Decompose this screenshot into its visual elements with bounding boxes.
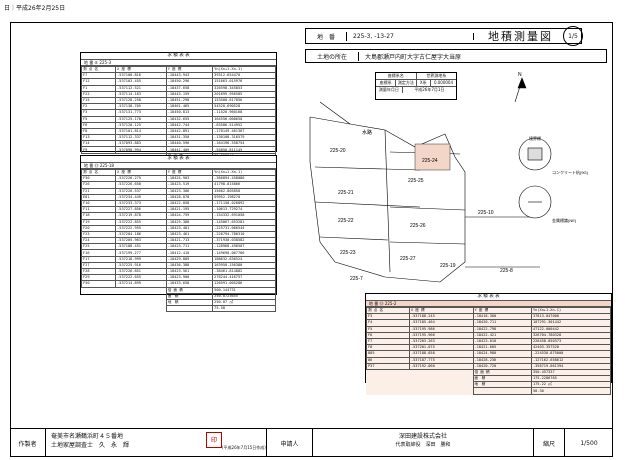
parcel-outline xyxy=(309,116,466,283)
parcel-label: 225-20 xyxy=(330,148,346,154)
table3-subtitle: 地 番 ⑫ 225-2 xyxy=(366,301,611,307)
parcel-label: 225-23 xyxy=(340,250,356,256)
legend-note-2: 金属標識(NE) xyxy=(552,217,577,223)
legend-metal-marker-icon xyxy=(518,185,552,219)
coordinate-row: P37-537192.060-18420.720-356719.061394 xyxy=(366,362,612,370)
parcel-label: 225-7 xyxy=(350,276,363,282)
creator-address: 奄美市名瀬鶴浜町４５番地 xyxy=(51,433,124,440)
applicant-block: 深田建設株式会社 代表取締役 深田 勝和 xyxy=(313,429,534,457)
creator-label: 作製者 xyxy=(10,429,46,457)
applicant-company: 深田建設株式会社 xyxy=(398,433,447,440)
applicant-representative: 代表取締役 深田 勝和 xyxy=(395,442,451,448)
parcel-label: 225-24 xyxy=(422,158,438,164)
date-stamp: 日｜平成26年2月25日 xyxy=(4,5,66,12)
parcel-label: 225-8 xyxy=(500,268,513,274)
legend-note-1: コンクリート杭(9G) xyxy=(552,169,589,175)
scale-value: 1/500 xyxy=(580,439,598,447)
parcel-label: 225-22 xyxy=(338,218,354,224)
info-system: 世界測地系 xyxy=(426,73,447,78)
parcel-label: 225-19 xyxy=(440,263,456,269)
legend-concrete-marker-icon xyxy=(518,137,552,171)
table2-title: 求 積 表 表 xyxy=(81,156,276,163)
parcel-label: 225-21 xyxy=(338,190,354,196)
parcel-label: 225-26 xyxy=(410,223,426,229)
coordinate-row: F14-537093.883-18440.596-164196.558754 xyxy=(80,140,276,148)
coordinate-info-box: 座標系名 世界測地系 座標系 測定方法 X系 0.000004 測量年月日 平成… xyxy=(375,72,457,100)
survey-sheet-frame xyxy=(10,22,613,457)
sheet-number-circle: 1/5 xyxy=(563,26,583,46)
footer-row: 作製者 奄美市名瀬鶴浜町４５番地 土地家屋調査士 久 永 輝 印 (平成26年7… xyxy=(10,429,613,457)
location-label: 土地の所在 xyxy=(306,51,359,61)
parcel-label: 225-10 xyxy=(478,210,494,216)
north-arrow-icon xyxy=(517,77,527,89)
applicant-label: 申請人 xyxy=(267,429,313,457)
creator-block: 奄美市名瀬鶴浜町４５番地 土地家屋調査士 久 永 輝 印 (平成26年7月15日… xyxy=(46,429,267,457)
table1-title: 求 積 表 表 xyxy=(81,53,276,60)
info-title: 座標系名 xyxy=(376,73,417,79)
north-label: N xyxy=(518,72,522,78)
legend-boundary-label: 境界標 xyxy=(529,135,541,141)
creator-name: 土地家屋調査士 久 永 輝 xyxy=(51,442,136,449)
table3-title: 求 積 表 表 xyxy=(366,294,611,301)
footer-rule xyxy=(10,428,613,429)
road-label: 水路 xyxy=(362,129,372,136)
scale-label: 縮尺 xyxy=(534,429,565,457)
creator-seal: 印 xyxy=(206,432,222,448)
title-row: 地 番 225-3, -13-27 地積測量図 xyxy=(305,28,582,44)
location-value: 大島郡瀬戸内町大字古仁屋字大当原 xyxy=(365,53,462,61)
coordinate-row: F8-537101.814-18442.891-170149.461367 xyxy=(80,127,276,136)
area-summary-row: 75.58 xyxy=(82,305,276,313)
parcel-label: 225-27 xyxy=(400,256,416,262)
highlighted-parcel-225-24 xyxy=(414,143,451,171)
coordinate-row: F28-537226.851-18423.561-38461.814882 xyxy=(80,267,276,276)
table1-subtitle: 地 番 ⑤ 225-3 xyxy=(81,60,276,66)
creation-date: (平成26年7月15日作成) xyxy=(222,445,266,450)
parcel-map: N 水路 225-20 225-21 225-22 225-23 225-24 … xyxy=(309,72,589,283)
location-row: 土地の所在 大島郡瀬戸内町大字古仁屋字大当原 xyxy=(305,49,607,63)
drawing-title: 地積測量図 xyxy=(488,30,553,43)
area-summary-row: 58.30 xyxy=(367,387,612,395)
chiban-label: 地 番 xyxy=(306,31,347,41)
chiban-value: 225-3, -13-27 xyxy=(347,32,474,40)
parcel-label: 225-25 xyxy=(408,178,424,184)
table2-subtitle: 地 番 ⑬ 225-18 xyxy=(81,163,276,169)
